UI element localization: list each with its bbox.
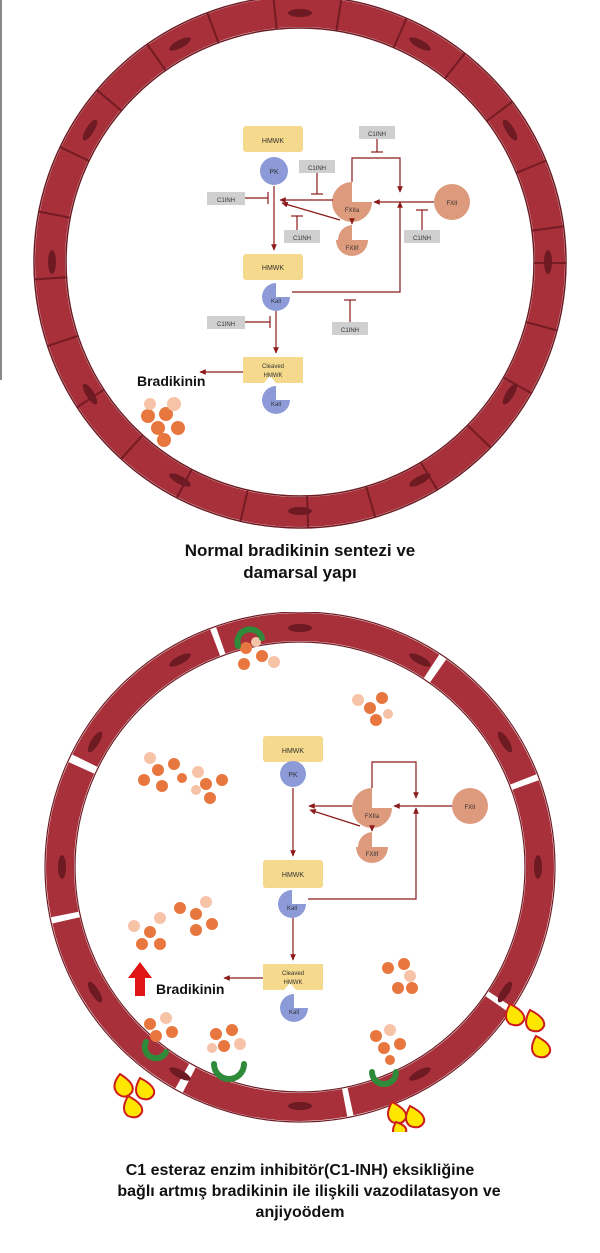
caption-normal: Normal bradikinin sentezi ve damarsal ya… (0, 540, 600, 584)
bradykinin-label-top: Bradikinin (137, 373, 205, 389)
hmwk-label: HMWK (262, 138, 284, 145)
caption-deficient-line1: C1 esteraz enzim inhibitör(C1-INH) eksik… (125, 1162, 475, 1179)
hmwk2-label: HMWK (262, 265, 284, 272)
svg-text:C1INH: C1INH (308, 166, 326, 172)
cleaved-hmwk-node: Cleaved HMWK (243, 357, 303, 383)
bradykinin-particles-top (141, 397, 185, 447)
fxiif-label: FXIIf (346, 246, 359, 252)
kall-node-b: Kall (278, 890, 306, 918)
caption-normal-line2: damarsal yapı (243, 563, 357, 582)
cleaved-label-2: HMWK (264, 373, 283, 379)
kall2-node: Kall (262, 386, 290, 414)
c1inh-box-g: C1INH (332, 322, 368, 335)
caption-deficient: C1 esteraz enzim inhibitör(C1-INH) eksik… (0, 1160, 600, 1223)
deficient-vessel-svg: HMWK PK FXIIa FXIIf FXII HMWK Kall Cleav… (44, 612, 556, 1132)
svg-text:C1INH: C1INH (217, 198, 235, 204)
svg-text:C1INH: C1INH (413, 236, 431, 242)
svg-text:Cleaved: Cleaved (282, 971, 304, 977)
deficient-vessel-panel: HMWK PK FXIIa FXIIf FXII HMWK Kall Cleav… (0, 612, 600, 1132)
c1inh-box-b: C1INH (299, 160, 335, 173)
fxiia-label: FXIIa (345, 208, 360, 214)
increase-arrow-icon (128, 962, 152, 996)
fxii-node: FXII (434, 184, 470, 220)
fxii-node-b: FXII (452, 788, 488, 824)
svg-text:HMWK: HMWK (282, 748, 304, 755)
hmwk-node-b: HMWK (263, 736, 323, 762)
caption-normal-line1: Normal bradikinin sentezi ve (184, 541, 416, 560)
fxiif-node: FXIIf (336, 225, 368, 256)
svg-text:C1INH: C1INH (341, 328, 359, 334)
hmwk2-node-b: HMWK (263, 860, 323, 888)
cleaved-label-1: Cleaved (262, 364, 284, 370)
fxiia-node: FXIIa (332, 182, 372, 222)
kall-node: Kall (262, 283, 290, 311)
pk-label: PK (269, 169, 279, 176)
vessel-wall-leaky (44, 612, 556, 1123)
pk-node-b: PK (280, 761, 306, 787)
c1inh-box-a: C1INH (359, 126, 395, 139)
pk-node: PK (260, 157, 288, 185)
fxiif-node-b: FXIIf (356, 832, 388, 863)
fxiia-node-b: FXIIa (352, 788, 392, 828)
fxii-label: FXII (446, 201, 457, 207)
normal-vessel-svg: HMWK PK FXIIa FXIIf FXII HMWK Kall Cleav… (33, 0, 567, 529)
svg-text:PK: PK (288, 772, 298, 779)
bradykinin-receptors (141, 626, 399, 1087)
svg-text:Kall: Kall (287, 906, 297, 912)
hmwk-node: HMWK (243, 126, 303, 152)
bradykinin-particles-bottom (128, 637, 418, 1065)
kall2-node-b: Kall (280, 994, 308, 1022)
svg-text:Kall: Kall (289, 1010, 299, 1016)
pathway-arrows (199, 139, 434, 375)
c1inh-box-c: C1INH (207, 192, 245, 205)
normal-vessel-panel: HMWK PK FXIIa FXIIf FXII HMWK Kall Cleav… (0, 0, 600, 530)
svg-text:HMWK: HMWK (284, 980, 303, 986)
caption-deficient-line2: bağlı artmış bradikinin ile ilişkili vaz… (117, 1183, 501, 1200)
pathway-arrows-b (223, 761, 452, 981)
left-margin-rule (0, 0, 2, 380)
svg-text:C1INH: C1INH (293, 236, 311, 242)
bradykinin-label-bottom: Bradikinin (156, 981, 224, 997)
vessel-wall (33, 0, 567, 529)
svg-text:HMWK: HMWK (282, 872, 304, 879)
kall2-label: Kall (271, 402, 281, 408)
kall-label: Kall (271, 299, 281, 305)
svg-text:FXIIa: FXIIa (365, 814, 380, 820)
c1inh-box-d: C1INH (284, 230, 320, 243)
svg-text:FXII: FXII (464, 805, 475, 811)
svg-text:FXIIf: FXIIf (366, 852, 379, 858)
cleaved-hmwk-node-b: Cleaved HMWK (263, 964, 323, 990)
fluid-leak-drops (113, 1002, 552, 1132)
c1inh-box-e: C1INH (404, 230, 440, 243)
hmwk2-node: HMWK (243, 254, 303, 280)
caption-deficient-line3: anjiyoödem (255, 1204, 345, 1221)
svg-text:C1INH: C1INH (217, 322, 235, 328)
c1inh-box-f: C1INH (207, 316, 245, 329)
svg-text:C1INH: C1INH (368, 132, 386, 138)
